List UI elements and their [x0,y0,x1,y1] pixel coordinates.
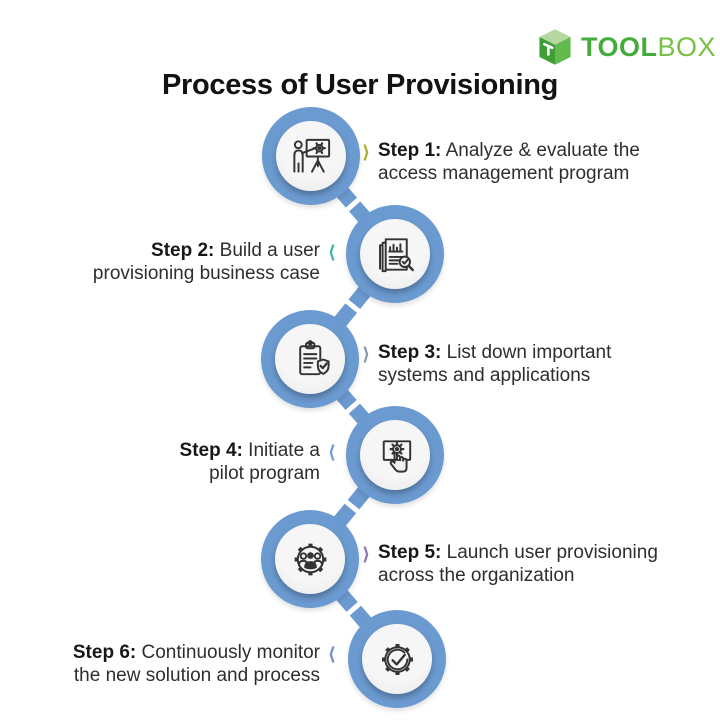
gear-check-icon [362,624,432,694]
chevron-left-icon: ⟨ [327,242,336,262]
chevron-left-icon: ⟨ [327,644,336,664]
step-4-line1: Step 4: Initiate a [179,440,320,461]
gear-team-icon [275,524,345,594]
step-4-line2: pilot program [209,462,320,484]
toolbox-logo-text: TOOLBOX [581,32,716,63]
logo-box-label: BOX [657,31,717,62]
step-3-line1: Step 3: List down important [378,342,612,363]
step-5-circle [261,510,359,608]
toolbox-cube-logo-icon [539,29,571,65]
step-1-circle [262,107,360,205]
chevron-right-icon: ⟩ [362,142,371,162]
chevron-right-icon: ⟩ [362,544,371,564]
step-1-line2: access management program [378,162,630,184]
step-6-circle [348,610,446,708]
page-title: Process of User Provisioning [161,69,559,101]
step-3-text: ⟩ Step 3: List down important systems an… [362,342,612,387]
report-analysis-icon [360,219,430,289]
step-2-line2: provisioning business case [92,262,320,284]
step-6-text: ⟨ Step 6: Continuously monitor the new s… [72,642,336,687]
step-5-line2: across the organization [378,564,575,586]
step-2-line1: Step 2: Build a user [151,240,320,261]
clipboard-shield-check-icon [275,324,345,394]
step-5-line1: Step 5: Launch user provisioning [378,542,658,563]
step-1-line1: Step 1: Analyze & evaluate the [378,140,640,161]
step-4-circle [346,406,444,504]
step-3-line2: systems and applications [378,364,591,386]
logo-tool-label: TOOL [581,31,658,62]
step-5-text: ⟩ Step 5: Launch user provisioning acros… [362,542,658,587]
step-2-text: ⟨ Step 2: Build a user provisioning busi… [92,240,336,285]
touch-screen-gear-icon [360,420,430,490]
step-3-circle [261,310,359,408]
step-1-text: ⟩ Step 1: Analyze & evaluate the access … [362,140,640,185]
step-6-line1: Step 6: Continuously monitor [72,642,320,663]
chevron-left-icon: ⟨ [327,442,336,462]
chevron-right-icon: ⟩ [362,344,371,364]
toolbox-logo: TOOLBOX [536,27,716,67]
step-6-line2: the new solution and process [73,664,320,686]
step-2-circle [346,205,444,303]
presentation-board-icon [276,121,346,191]
step-4-text: ⟨ Step 4: Initiate a pilot program [179,440,336,485]
